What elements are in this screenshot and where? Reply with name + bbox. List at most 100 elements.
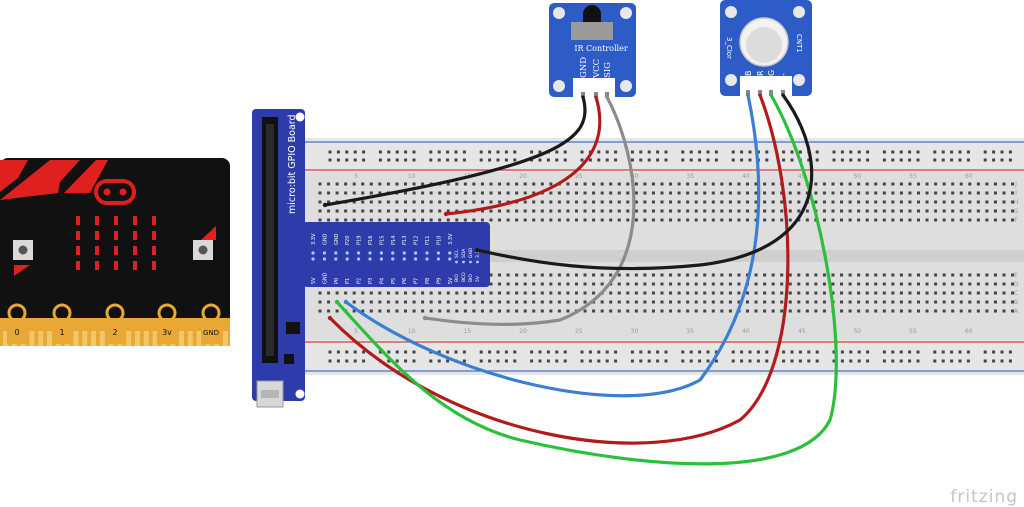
rgb-g-wire[interactable] bbox=[335, 93, 838, 466]
breadboard-hole bbox=[421, 191, 425, 195]
rail-hole bbox=[798, 350, 802, 354]
gpio-pin[interactable] bbox=[357, 257, 361, 261]
breadboard-hole bbox=[643, 273, 647, 277]
rgb-pin-label: B bbox=[744, 71, 753, 77]
rail-hole bbox=[580, 158, 584, 162]
breadboard-hole bbox=[942, 291, 946, 295]
gpio-pin[interactable] bbox=[345, 257, 349, 261]
ir-sig-wire[interactable] bbox=[423, 95, 636, 326]
breadboard-hole bbox=[669, 273, 673, 277]
rail-hole bbox=[345, 350, 349, 354]
rgb-gnd-wire[interactable] bbox=[475, 93, 814, 271]
breadboard-hole bbox=[968, 182, 972, 186]
gpio-pin[interactable] bbox=[402, 257, 406, 261]
breadboard-hole bbox=[318, 182, 322, 186]
breadboard-hole bbox=[540, 282, 544, 286]
gpio-pin[interactable] bbox=[414, 251, 418, 255]
gpio-pin[interactable] bbox=[379, 257, 383, 261]
breadboard-hole bbox=[728, 291, 732, 295]
edge-finger bbox=[91, 331, 96, 346]
breadboard-hole bbox=[703, 182, 707, 186]
rail-hole bbox=[454, 158, 458, 162]
breadboard-hole bbox=[378, 209, 382, 213]
gpio-pin[interactable] bbox=[448, 251, 452, 255]
wires bbox=[323, 93, 838, 466]
breadboard-hole bbox=[874, 200, 878, 204]
gpio-pin[interactable] bbox=[322, 251, 326, 255]
gpio-pin[interactable] bbox=[436, 251, 440, 255]
rgb-b-wire[interactable] bbox=[344, 93, 761, 398]
rail-hole bbox=[555, 350, 559, 354]
rgb-pin[interactable] bbox=[746, 90, 750, 96]
rail-hole bbox=[328, 150, 332, 154]
breadboard-hole bbox=[857, 291, 861, 295]
rail-hole bbox=[336, 158, 340, 162]
breadboard-hole bbox=[386, 300, 390, 304]
gpio-pin[interactable] bbox=[368, 257, 372, 261]
gpio-side-pin[interactable] bbox=[455, 260, 458, 264]
gpio-side-pin[interactable] bbox=[469, 260, 472, 264]
breadboard-hole bbox=[378, 182, 382, 186]
gpio-pin[interactable] bbox=[402, 251, 406, 255]
ir-pin[interactable] bbox=[581, 92, 585, 98]
ir-vcc-wire[interactable] bbox=[444, 95, 602, 216]
rail-hole bbox=[387, 150, 391, 154]
ir-gnd-wire[interactable] bbox=[323, 95, 587, 207]
gpio-side-pin[interactable] bbox=[476, 260, 479, 264]
rail-hole bbox=[546, 359, 550, 363]
breadboard-hole bbox=[848, 218, 852, 222]
breadboard-hole bbox=[429, 191, 433, 195]
rgb-pin[interactable] bbox=[758, 90, 762, 96]
breadboard-hole bbox=[352, 200, 356, 204]
ir-pin[interactable] bbox=[605, 92, 609, 98]
breadboard-hole bbox=[378, 309, 382, 313]
gpio-pin[interactable] bbox=[414, 257, 418, 261]
rail-hole bbox=[706, 150, 710, 154]
breadboard-hole bbox=[865, 209, 869, 213]
breadboard-hole bbox=[703, 209, 707, 213]
wire-end bbox=[422, 315, 428, 321]
gpio-pin[interactable] bbox=[379, 251, 383, 255]
gpio-pin[interactable] bbox=[425, 251, 429, 255]
gpio-pin[interactable] bbox=[357, 251, 361, 255]
breadboard-hole bbox=[557, 273, 561, 277]
rail-hole bbox=[748, 150, 752, 154]
breadboard-hole bbox=[754, 200, 758, 204]
gpio-pin-label-bottom: 5V bbox=[311, 277, 317, 284]
rgb-r-wire[interactable] bbox=[328, 93, 790, 445]
gpio-pin[interactable] bbox=[345, 251, 349, 255]
gpio-pin[interactable] bbox=[368, 251, 372, 255]
rgb-pin[interactable] bbox=[781, 90, 785, 96]
breadboard-hole bbox=[566, 300, 570, 304]
row-letter: A bbox=[1014, 308, 1019, 315]
breadboard-hole bbox=[369, 218, 373, 222]
gpio-pin[interactable] bbox=[391, 257, 395, 261]
breadboard-hole bbox=[386, 309, 390, 313]
breadboard-hole bbox=[651, 291, 655, 295]
breadboard-hole bbox=[694, 209, 698, 213]
gpio-pin[interactable] bbox=[311, 257, 315, 261]
column-number-top: 25 bbox=[575, 173, 583, 180]
breadboard-hole bbox=[626, 191, 630, 195]
breadboard-hole bbox=[746, 291, 749, 295]
gpio-side-pin[interactable] bbox=[462, 260, 465, 264]
rgb-pin[interactable] bbox=[769, 90, 773, 96]
gpio-pin[interactable] bbox=[334, 251, 338, 255]
rail-hole bbox=[882, 350, 886, 354]
breadboard-hole bbox=[720, 282, 724, 286]
gpio-pin[interactable] bbox=[448, 257, 452, 261]
gpio-pin[interactable] bbox=[322, 257, 326, 261]
rail-hole bbox=[378, 158, 382, 162]
gpio-pin[interactable] bbox=[436, 257, 440, 261]
ir-pin[interactable] bbox=[594, 92, 598, 98]
rail-hole bbox=[950, 359, 954, 363]
breadboard-hole bbox=[891, 291, 895, 295]
gpio-pin[interactable] bbox=[311, 251, 315, 255]
gpio-pin[interactable] bbox=[391, 251, 395, 255]
gpio-pin[interactable] bbox=[425, 257, 429, 261]
breadboard-hole bbox=[617, 200, 621, 204]
gpio-pin[interactable] bbox=[334, 257, 338, 261]
rail-hole bbox=[538, 350, 542, 354]
breadboard-hole bbox=[780, 191, 784, 195]
breadboard-hole bbox=[404, 218, 407, 222]
